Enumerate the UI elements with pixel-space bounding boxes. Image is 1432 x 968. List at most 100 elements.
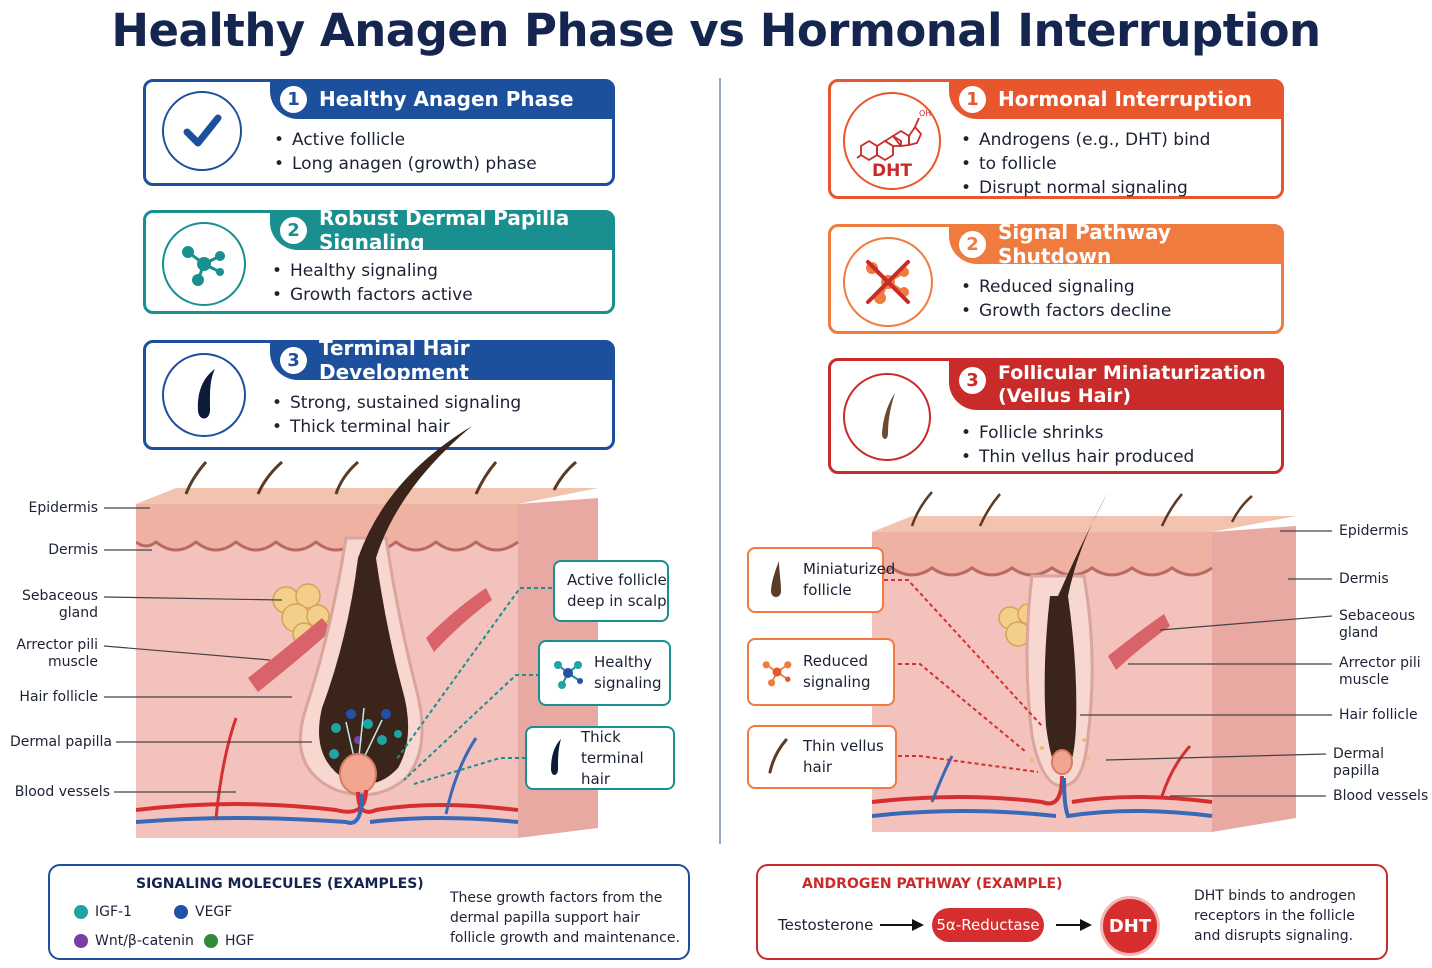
left-step-1-header: 1 Healthy Anagen Phase: [270, 79, 615, 119]
label-blood-vessels: Blood vessels: [1333, 788, 1429, 804]
bullet: Growth factors active: [272, 283, 473, 307]
left-step-3: 3 Terminal Hair Development Strong, sust…: [143, 336, 615, 450]
callout-active-follicle: Active follicle deep in scalp: [553, 560, 669, 622]
bullet: Thick terminal hair: [272, 415, 521, 439]
molecule-name: Wnt/β-catenin: [95, 933, 194, 949]
thin-hair-icon: [843, 373, 931, 461]
step-title: Terminal Hair Development: [319, 336, 470, 384]
step-title: Follicular Miniaturization: [998, 362, 1266, 384]
center-divider: [719, 78, 721, 844]
label-dermis: Dermis: [48, 542, 98, 558]
arrow-right-icon: [1056, 919, 1092, 931]
thick-hair-icon: [162, 353, 246, 437]
callout-text: Thick terminal hair: [581, 727, 644, 788]
step-number: 1: [959, 85, 986, 113]
signaling-description: These growth factors from the dermal pap…: [450, 890, 680, 946]
callout-miniaturized-follicle: Miniaturized follicle: [747, 547, 895, 613]
molecule-network-icon: [550, 655, 586, 691]
callout-thin-vellus-hair: Thin vellus hair: [747, 725, 897, 789]
label-dermis: Dermis: [1339, 571, 1389, 587]
molecule-name: HGF: [225, 933, 255, 949]
miniaturized-follicle-icon: [759, 559, 795, 601]
label-arrector-pili: Arrector pili muscle: [1339, 655, 1421, 688]
page-title: Healthy Anagen Phase vs Hormonal Interru…: [111, 4, 1321, 57]
step-title: Hormonal Interruption: [998, 87, 1252, 111]
bullet: Disrupt normal signaling: [961, 176, 1210, 200]
signaling-molecules-box: SIGNALING MOLECULES (EXAMPLES) IGF-1 VEG…: [48, 864, 690, 960]
bullet: Strong, sustained signaling: [272, 391, 521, 415]
bullet: Growth factors decline: [961, 299, 1171, 323]
testosterone-label: Testosterone: [778, 916, 874, 934]
androgen-pathway-box: ANDROGEN PATHWAY (EXAMPLE) Testosterone …: [756, 864, 1388, 960]
step-title: Robust Dermal Papilla Signaling: [319, 206, 570, 254]
left-step-1: 1 Healthy Anagen Phase Active follicle L…: [143, 79, 615, 186]
healthy-scalp-illustration: [136, 426, 598, 838]
arrow-right-icon: [880, 919, 924, 931]
androgen-heading: ANDROGEN PATHWAY (EXAMPLE): [802, 876, 1063, 892]
molecule-name: VEGF: [195, 904, 233, 920]
callout-text: Healthy signaling: [594, 653, 662, 692]
thick-hair-icon: [537, 737, 573, 779]
step-number: 3: [959, 367, 986, 394]
step-number: 2: [280, 216, 307, 244]
step-number: 3: [280, 346, 307, 374]
callout-text: Reduced signaling: [803, 652, 871, 691]
hgf-dot: [204, 934, 218, 948]
androgen-description: DHT binds to androgen receptors in the f…: [1194, 888, 1356, 944]
right-step-1: 1 Hormonal Interruption OH DHT Androgens…: [828, 79, 1284, 200]
bullet: Androgens (e.g., DHT) bind: [961, 128, 1210, 152]
label-sebaceous-gland: Sebaceous gland: [1339, 608, 1416, 641]
molecule-wnt: Wnt/β-catenin: [74, 933, 194, 949]
molecule-hgf: HGF: [204, 933, 254, 949]
bullet: Healthy signaling: [272, 259, 473, 283]
checkmark-icon: [162, 91, 242, 171]
label-dermal-papilla: Dermal papilla: [9, 734, 112, 750]
callout-text: Thin vellus hair: [803, 737, 884, 776]
right-step-3: 3 Follicular Miniaturization (Vellus Hai…: [828, 358, 1284, 474]
right-step-2-header: 2 Signal Pathway Shutdown: [949, 220, 1284, 268]
left-step-2: 2 Robust Dermal Papilla Signaling Health…: [143, 206, 615, 314]
dht-molecule-icon: OH DHT: [843, 92, 941, 190]
left-step-3-header: 3 Terminal Hair Development: [270, 336, 615, 384]
molecule-network-icon: [162, 222, 246, 306]
step-number: 2: [959, 230, 986, 258]
igf1-dot: [74, 905, 88, 919]
label-hair-follicle: Hair follicle: [1339, 707, 1418, 723]
step-title-line2: (Vellus Hair): [998, 385, 1131, 407]
right-leader-lines: [884, 530, 1333, 797]
vegf-dot: [174, 905, 188, 919]
label-epidermis: Epidermis: [1339, 523, 1409, 539]
step-title: Healthy Anagen Phase: [319, 87, 574, 111]
right-step-3-header: 3 Follicular Miniaturization (Vellus Hai…: [949, 358, 1284, 410]
dht-circle: DHT: [1100, 896, 1160, 956]
step-title: Signal Pathway Shutdown: [998, 220, 1171, 268]
thin-hair-icon: [759, 736, 795, 778]
oh-label: OH: [919, 109, 931, 118]
signaling-heading: SIGNALING MOLECULES (EXAMPLES): [136, 876, 424, 892]
dht-icon-label: DHT: [872, 161, 912, 181]
wnt-dot: [74, 934, 88, 948]
bullet: Active follicle: [274, 128, 537, 152]
5a-reductase-pill: 5α-Reductase: [932, 908, 1044, 942]
bullet: to follicle: [961, 152, 1210, 176]
bullet: Reduced signaling: [961, 275, 1171, 299]
label-epidermis: Epidermis: [28, 500, 98, 516]
molecule-name: IGF-1: [95, 904, 132, 920]
label-sebaceous-gland: Sebaceous gland: [21, 588, 98, 621]
blocked-signal-icon: [843, 237, 933, 327]
miniaturized-scalp-illustration: [872, 491, 1296, 832]
right-step-1-header: 1 Hormonal Interruption: [949, 79, 1284, 119]
callout-reduced-signaling: Reduced signaling: [747, 638, 895, 706]
left-leader-lines: [103, 507, 552, 793]
label-blood-vessels: Blood vessels: [14, 784, 110, 800]
bullet: Thin vellus hair produced: [961, 445, 1194, 469]
left-step-2-header: 2 Robust Dermal Papilla Signaling: [270, 206, 615, 254]
callout-text: Miniaturized follicle: [803, 560, 896, 599]
label-dermal-papilla: Dermal papilla: [1333, 746, 1385, 779]
molecule-network-icon: [759, 652, 795, 692]
bullet: Follicle shrinks: [961, 421, 1194, 445]
callout-text: Active follicle deep in scalp: [567, 571, 667, 610]
bullet: Long anagen (growth) phase: [274, 152, 537, 176]
label-hair-follicle: Hair follicle: [19, 689, 98, 705]
molecule-vegf: VEGF: [174, 904, 232, 920]
